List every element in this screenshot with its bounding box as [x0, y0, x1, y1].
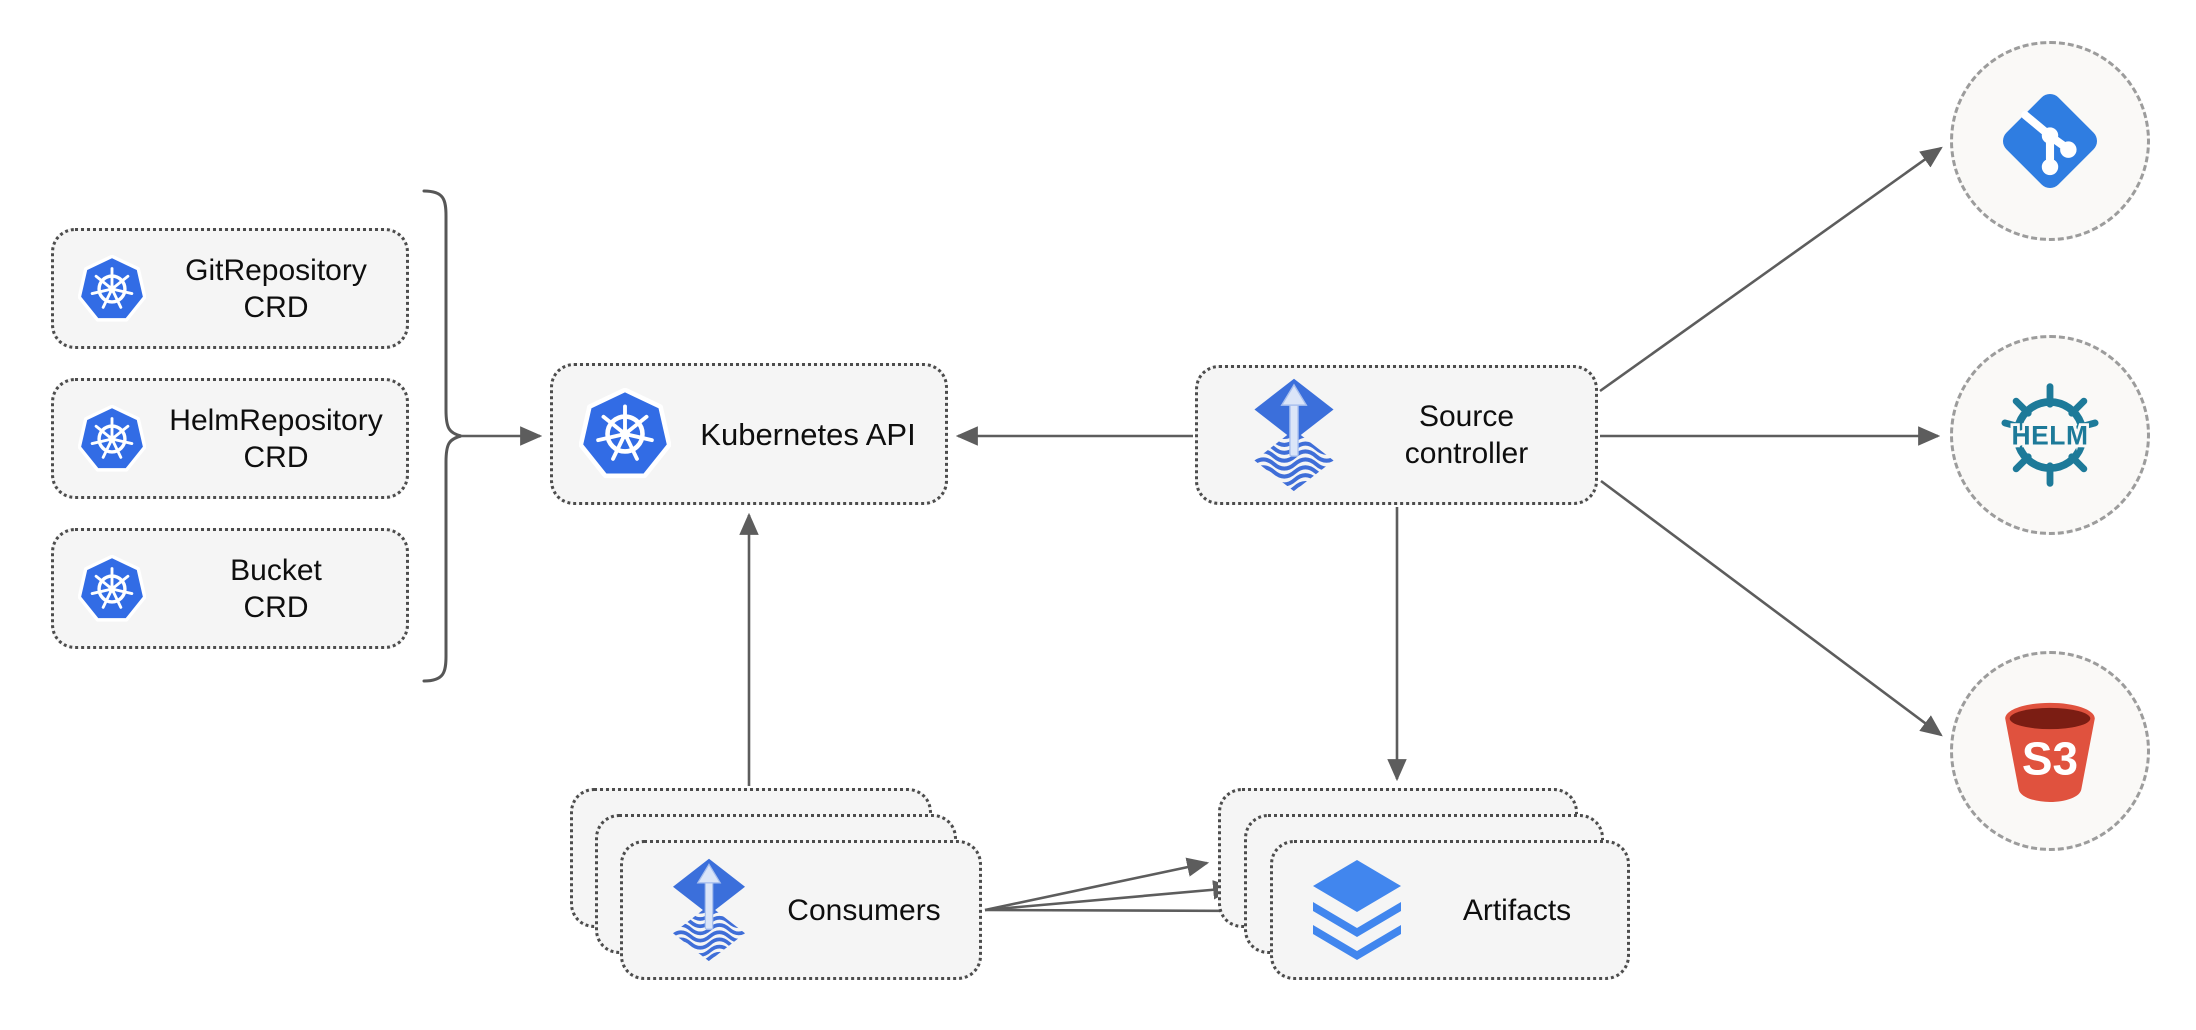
- node-kubernetes-api: Kubernetes API: [550, 363, 948, 505]
- endpoint-helm: HELM: [1950, 335, 2150, 535]
- node-artifacts: Artifacts: [1270, 840, 1630, 980]
- node-label: Bucket CRD: [146, 552, 406, 626]
- arrow-consumers-to-artifacts-3: [984, 901, 1262, 921]
- arrow-source-controller-to-s3: [1600, 479, 1943, 737]
- arrow-source-controller-to-git: [1599, 146, 1943, 393]
- endpoint-s3: S3: [1950, 651, 2150, 851]
- crd-name: Bucket: [230, 553, 322, 587]
- kubernetes-icon: [78, 254, 146, 322]
- source-controller-line2: controller: [1404, 437, 1529, 470]
- kubernetes-icon: [579, 388, 671, 479]
- node-label: Artifacts: [1462, 893, 1572, 927]
- endpoint-git: [1950, 41, 2150, 241]
- node-gitrepository-crd: GitRepository CRD: [51, 228, 409, 349]
- crd-name: GitRepository: [185, 253, 367, 287]
- crd-suffix: CRD: [243, 440, 309, 474]
- node-label: GitRepository CRD: [146, 252, 406, 326]
- flux-source-icon: [1254, 378, 1334, 492]
- node-label: Consumers: [787, 893, 941, 927]
- crd-suffix: CRD: [243, 590, 309, 624]
- kubernetes-icon: [78, 554, 146, 622]
- s3-bucket-icon: S3: [2005, 702, 2095, 802]
- node-label: Kubernetes API: [700, 416, 916, 452]
- source-controller-line1: Source: [1418, 400, 1515, 433]
- flux-up-arrow: [696, 863, 722, 930]
- node-consumers: Consumers: [620, 840, 982, 980]
- helm-logo-text: HELM: [2012, 420, 2089, 450]
- arrow-consumers-to-artifacts-2: [984, 880, 1236, 912]
- git-branch-icon: [2002, 93, 2098, 189]
- kubernetes-icon: [78, 404, 146, 472]
- crd-suffix: CRD: [243, 290, 309, 324]
- node-label: Source controller: [1338, 398, 1595, 472]
- node-label: HelmRepository CRD: [146, 402, 406, 476]
- crd-name: HelmRepository: [169, 403, 383, 437]
- arrow-consumers-to-artifacts-1: [984, 857, 1210, 912]
- flux-source-icon: [673, 858, 745, 962]
- s3-logo-text: S3: [2022, 733, 2078, 785]
- helm-wheel-icon: HELM: [2001, 383, 2099, 487]
- grouping-brace: [422, 189, 462, 683]
- layers-icon: [1313, 860, 1401, 960]
- node-source-controller: Source controller: [1195, 365, 1598, 505]
- node-helmrepository-crd: HelmRepository CRD: [51, 378, 409, 499]
- flux-up-arrow: [1280, 383, 1308, 457]
- node-bucket-crd: Bucket CRD: [51, 528, 409, 649]
